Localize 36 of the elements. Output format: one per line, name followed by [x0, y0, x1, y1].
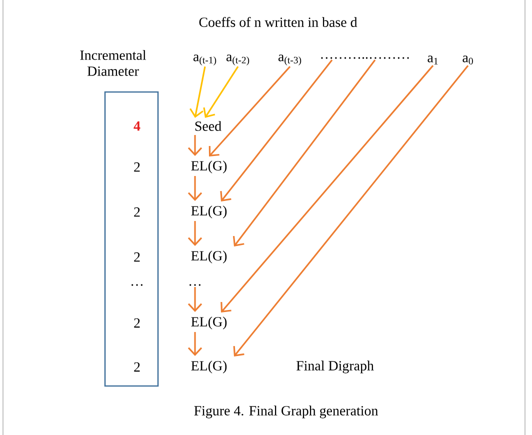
coefficient-label: a$_{1}$ [428, 56, 438, 64]
arrow [203, 66, 239, 118]
figure-caption: Figure 4. Final Graph generation [194, 406, 378, 418]
arrow [232, 60, 376, 246]
coefficient-label: a$_{(t-1)}$ [193, 54, 216, 66]
graph-label: EL(G) [191, 360, 227, 374]
arrow [220, 65, 434, 312]
coefficient-label: a$_{(t-3)}$ [278, 54, 302, 66]
graph-label: EL(G) [191, 160, 227, 174]
graph-label: EL(G) [191, 206, 227, 218]
diameter-value: 2 [134, 207, 140, 217]
diameter-value: 4 [134, 121, 140, 131]
diameter-value: 2 [134, 362, 140, 372]
arrow [188, 176, 202, 201]
caption-label: Final Digraph [296, 360, 374, 374]
diameter-value: … [132, 284, 142, 286]
diameter-value: 2 [134, 162, 140, 172]
heading: Coeffs of n written in base d [199, 17, 358, 27]
graph-label: EL(G) [191, 316, 227, 330]
diameter-value: 2 [134, 318, 140, 328]
arrow [208, 66, 291, 156]
seed-label: Seed [195, 121, 222, 131]
graph-label: EL(G) [191, 250, 227, 264]
arrow [233, 65, 469, 356]
coefficient-label: a$_{0}$ [462, 56, 473, 64]
dots: ………..……… [321, 57, 409, 59]
arrow [190, 66, 206, 118]
column-heading: Incremental Diameter [80, 50, 146, 76]
arrow [188, 332, 202, 356]
arrow [188, 221, 202, 246]
arrow [188, 287, 202, 312]
diameter-value: 2 [134, 252, 140, 262]
arrow [188, 135, 202, 156]
dots: … [190, 284, 200, 286]
coefficient-label: a$_{(t-2)}$ [226, 54, 250, 66]
arrow [220, 60, 333, 202]
